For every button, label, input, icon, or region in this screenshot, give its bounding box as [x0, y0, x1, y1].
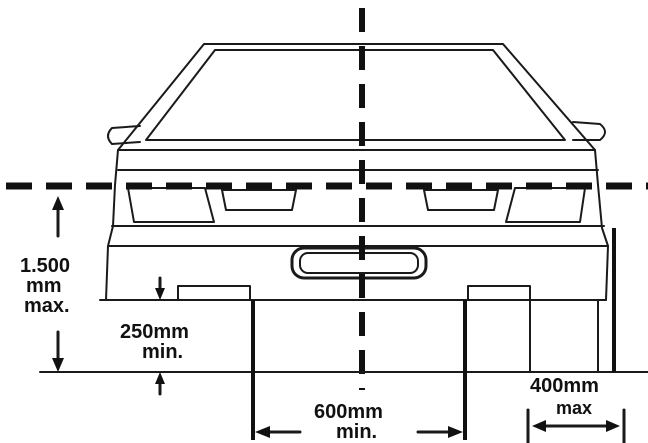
- right-inner-light: [423, 189, 499, 211]
- left-tail-light: [127, 187, 215, 223]
- ground-min-qual: min.: [142, 341, 183, 363]
- rear-window: [145, 49, 566, 141]
- spacing-min-arrow: [255, 426, 463, 438]
- edge-max-arrow: [526, 408, 626, 443]
- height-max-arrow: [52, 196, 64, 372]
- body-right-side: [594, 149, 609, 301]
- left-tyre: [177, 285, 251, 301]
- ground-min-value: 250mm: [120, 321, 189, 343]
- edge-max-qual: max: [556, 398, 592, 418]
- roof-outline: [117, 43, 596, 151]
- height-max-unit: mm: [26, 275, 62, 297]
- ground-min-arrow: [155, 276, 165, 396]
- right-tail-light: [505, 187, 586, 223]
- height-max-value: 1.500: [20, 255, 70, 277]
- spacing-min-qual: min.: [336, 421, 377, 443]
- left-mirror: [107, 125, 141, 145]
- spacing-min-value: 600mm: [314, 401, 383, 423]
- right-tyre: [467, 285, 531, 301]
- right-mirror: [572, 121, 606, 141]
- left-inner-light: [221, 189, 297, 211]
- height-max-qual: max.: [24, 295, 70, 317]
- edge-max-value: 400mm: [530, 375, 599, 397]
